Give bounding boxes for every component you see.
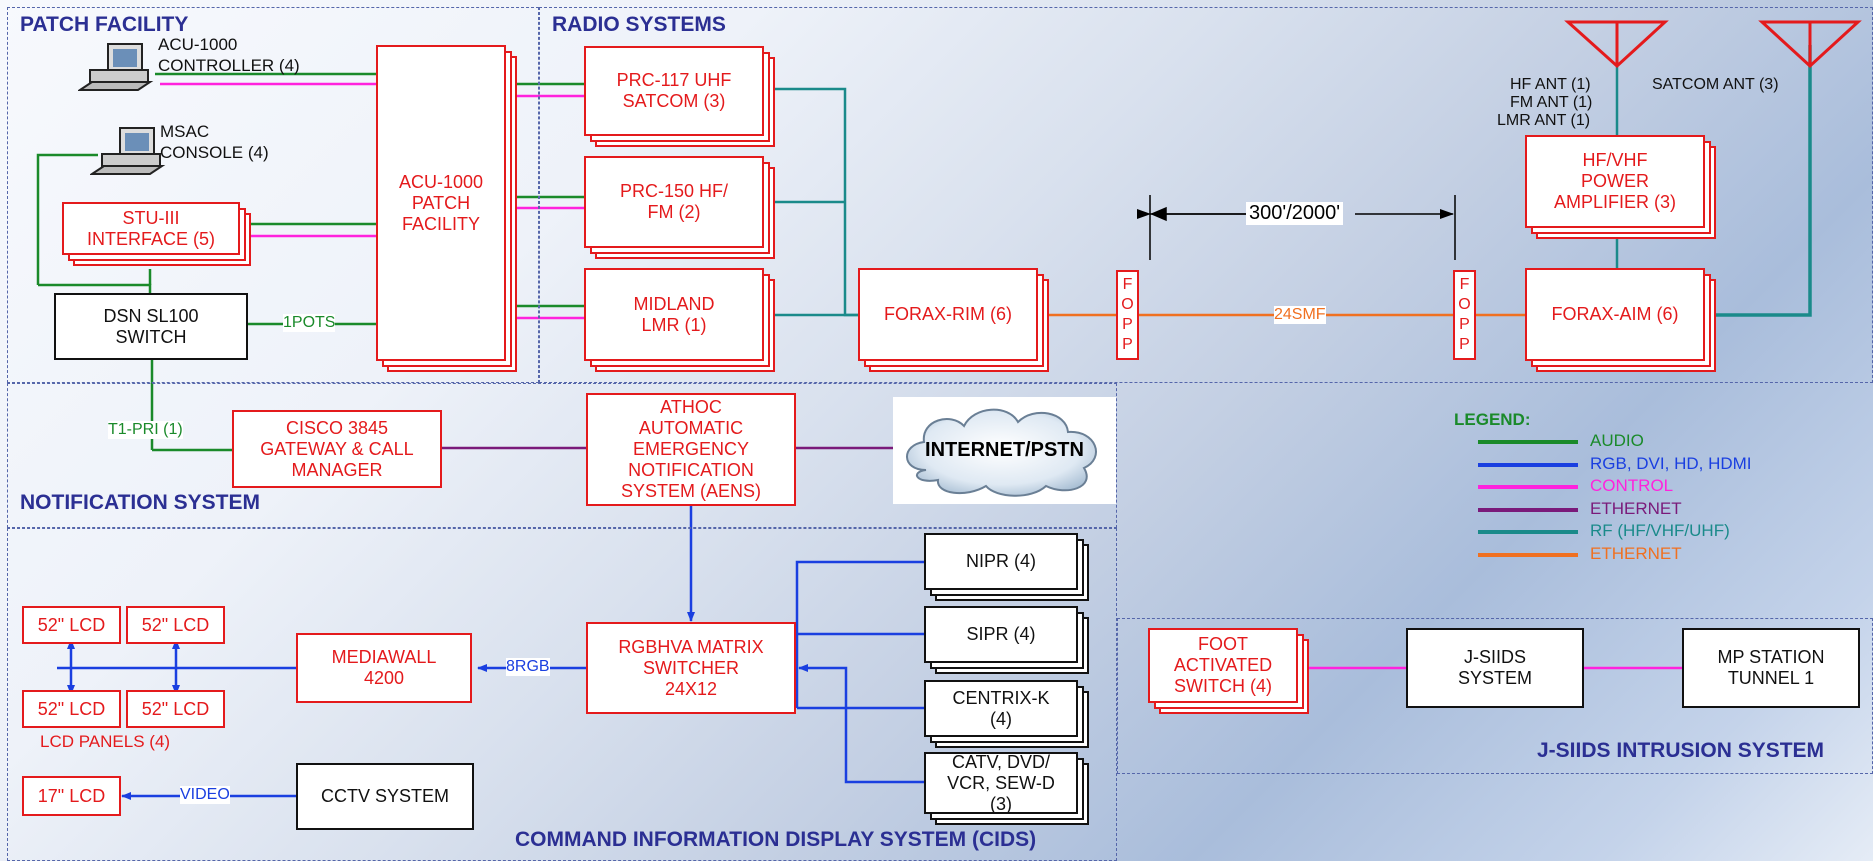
dsn-switch-box: DSN SL100 SWITCH — [54, 293, 248, 360]
region-notification — [7, 383, 1117, 528]
region-title-cids: COMMAND INFORMATION DISPLAY SYSTEM (CIDS… — [515, 828, 1037, 851]
distance-dimension — [1137, 195, 1456, 260]
nipr-box: NIPR (4) — [924, 533, 1078, 590]
mp-station-box: MP STATION TUNNEL 1 — [1682, 628, 1860, 708]
rf-wires — [764, 45, 1812, 317]
cloud-icon — [906, 408, 1097, 497]
legend-swatch — [1478, 552, 1578, 557]
legend-swatch — [1478, 485, 1578, 489]
mediawall-box: MEDIAWALL 4200 — [296, 633, 472, 703]
region-title-radio: RADIO SYSTEMS — [552, 13, 726, 36]
foot-switch-box: FOOT ACTIVATED SWITCH (4) — [1148, 628, 1298, 703]
antenna-icon — [1564, 20, 1669, 69]
t1-pri-label: T1-PRI (1) — [108, 421, 183, 439]
lcd-17-box: 17" LCD — [22, 776, 121, 816]
legend-swatch — [1478, 462, 1578, 467]
fopp-box: F O P P — [1116, 270, 1139, 360]
computer-icon — [78, 43, 154, 91]
stu-iii-interface-box: STU-III INTERFACE (5) — [62, 202, 240, 255]
acu-controller-label: ACU-1000 CONTROLLER (4) — [158, 35, 300, 75]
lcd-52-box: 52" LCD — [126, 606, 225, 644]
power-amplifier-box: HF/VHF POWER AMPLIFIER (3) — [1525, 135, 1705, 228]
cisco-gateway-box: CISCO 3845 GATEWAY & CALL MANAGER — [232, 410, 442, 488]
fopp-box: F O P P — [1453, 270, 1476, 360]
internet-pstn-cloud: INTERNET/PSTN — [893, 397, 1116, 504]
legend-swatch — [1478, 530, 1578, 534]
pots-label: 1POTS — [283, 314, 336, 332]
jsiids-system-box: J-SIIDS SYSTEM — [1406, 628, 1584, 708]
midland-lmr-box: MIDLAND LMR (1) — [584, 268, 764, 361]
internet-pstn-label: INTERNET/PSTN — [925, 439, 1084, 461]
antenna-satcom-label: SATCOM ANT (3) — [1652, 76, 1779, 93]
control-wires — [160, 82, 1682, 670]
centrix-box: CENTRIX-K (4) — [924, 680, 1078, 737]
legend-swatch — [1478, 507, 1578, 512]
legend-item-label: AUDIO — [1590, 431, 1644, 450]
legend-title: LEGEND: — [1454, 410, 1531, 429]
rgb-label: 8RGB — [506, 658, 550, 676]
legend-item-label: ETHERNET — [1590, 498, 1682, 518]
video-label: VIDEO — [180, 786, 230, 804]
matrix-switcher-box: RGBHVA MATRIX SWITCHER 24X12 — [586, 622, 796, 714]
msac-console-label: MSAC CONSOLE (4) — [160, 122, 269, 162]
acu-patch-facility-box: ACU-1000 PATCH FACILITY — [376, 45, 506, 361]
lcd-panels-label: LCD PANELS (4) — [40, 732, 171, 751]
region-title-jsiids: J-SIIDS INTRUSION SYSTEM — [1537, 739, 1825, 762]
prc-150-box: PRC-150 HF/ FM (2) — [584, 156, 764, 248]
legend-item-label: RF (HF/VHF/UHF) — [1590, 521, 1730, 540]
legend-swatch — [1478, 440, 1578, 444]
forax-rim-box: FORAX-RIM (6) — [858, 268, 1038, 361]
legend-item-label: RGB, DVI, HD, HDMI — [1590, 453, 1752, 473]
lcd-52-box: 52" LCD — [126, 690, 225, 728]
lcd-52-box: 52" LCD — [22, 606, 121, 644]
region-patch-facility — [7, 7, 539, 383]
region-title-patch: PATCH FACILITY — [20, 13, 189, 36]
cctv-system-box: CCTV SYSTEM — [296, 763, 474, 830]
lcd-52-box: 52" LCD — [22, 690, 121, 728]
region-title-notification: NOTIFICATION SYSTEM — [20, 491, 260, 514]
antenna-fm-label: FM ANT (1) — [1510, 94, 1593, 111]
legend-item-label: ETHERNET — [1590, 543, 1682, 563]
fiber-label: 24SMF — [1274, 306, 1326, 324]
catv-box: CATV, DVD/ VCR, SEW-D (3) — [924, 752, 1078, 814]
prc-117-box: PRC-117 UHF SATCOM (3) — [584, 46, 764, 136]
computer-icon — [90, 127, 166, 175]
sipr-box: SIPR (4) — [924, 606, 1078, 663]
distance-label: 300'/2000' — [1246, 202, 1344, 225]
legend-item-label: CONTROL — [1590, 476, 1674, 495]
forax-aim-box: FORAX-AIM (6) — [1525, 268, 1705, 361]
athoc-aens-box: ATHOC AUTOMATIC EMERGENCY NOTIFICATION S… — [586, 393, 796, 506]
antenna-hf-label: HF ANT (1) — [1510, 76, 1591, 93]
antenna-lmr-label: LMR ANT (1) — [1497, 112, 1591, 129]
antenna-icon — [1758, 20, 1862, 69]
